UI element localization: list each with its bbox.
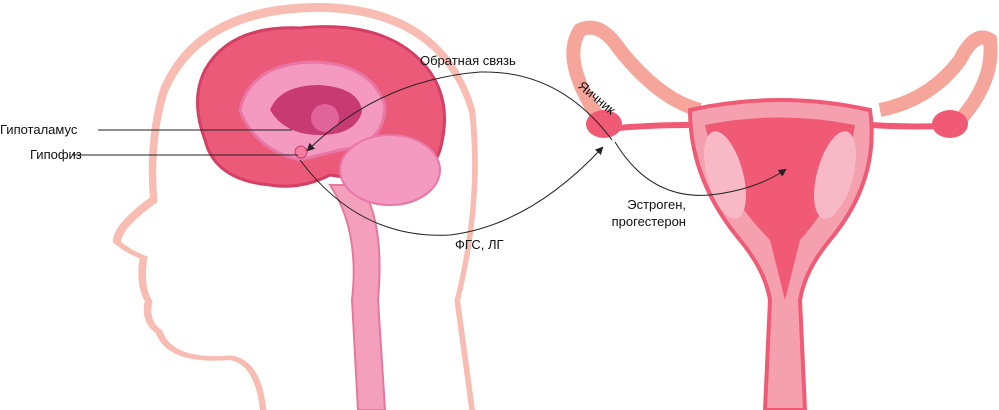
label-fsh-lh: ФГС, ЛГ [455,237,504,252]
label-hypothalamus: Гипоталамус [0,122,78,137]
feedback-arrow [306,71,613,152]
brain [196,25,446,206]
estrogen-arrow [614,141,787,196]
label-estrogen-line2: прогестерон [611,214,686,229]
spinal-cord [328,184,387,410]
ovary-right [932,110,968,138]
label-feedback: Обратная связь [420,53,516,68]
ovary-left [586,110,622,138]
label-pituitary: Гипофиз [30,147,82,162]
label-estrogen: Эстроген, прогестерон [592,196,686,230]
uterus [566,20,998,410]
label-estrogen-line1: Эстроген, [627,197,686,212]
fsh-lh-arrow [299,146,604,236]
cerebellum [339,134,441,206]
